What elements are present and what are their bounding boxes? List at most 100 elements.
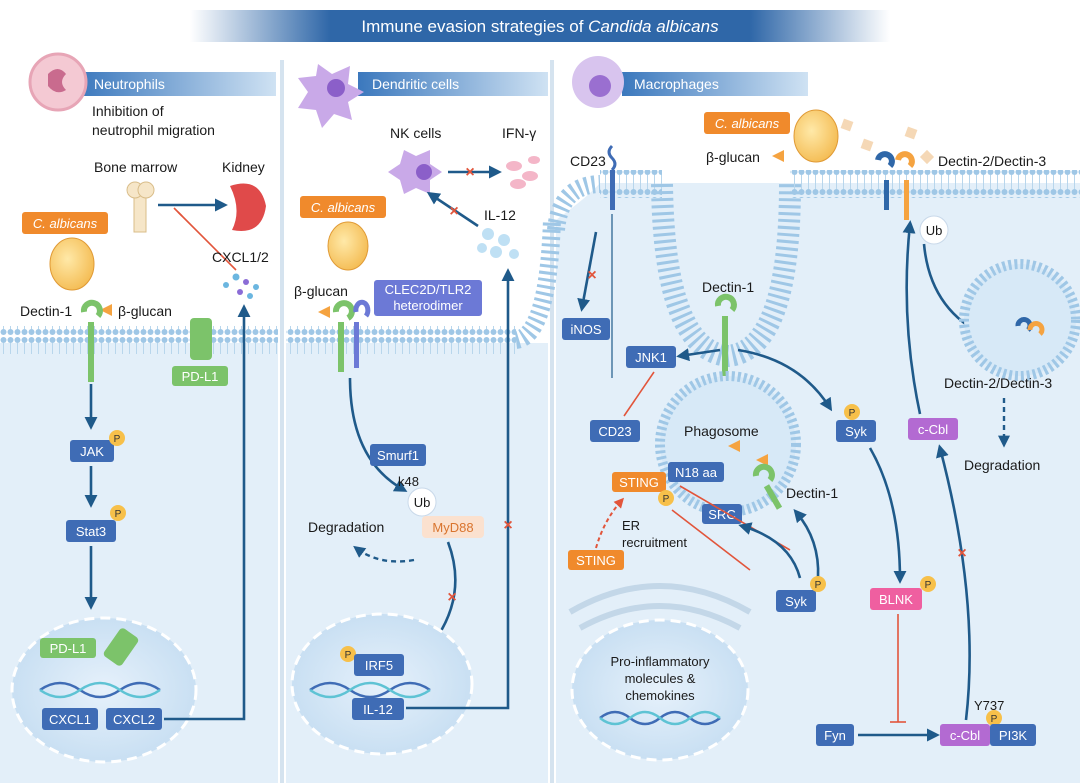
svg-text:P: P — [345, 650, 352, 661]
sting-top-label: STING — [619, 475, 659, 490]
dc-membrane — [286, 326, 516, 354]
syk-top-label: Syk — [845, 424, 867, 439]
block-ccbl-pi3k: × — [957, 545, 966, 562]
c-albicans-label-neutrophil: C. albicans — [33, 216, 98, 231]
pdl1-membrane-protein — [190, 318, 212, 360]
neutrophil-subtitle-2: neutrophil migration — [92, 122, 215, 138]
block-nk-ifn: × — [465, 164, 474, 181]
dna-helix-dc — [309, 681, 431, 699]
neutrophil-nucleus-icon — [48, 69, 66, 93]
ifn-gamma-icon — [506, 156, 540, 189]
fyn-label: Fyn — [824, 728, 846, 743]
phospho-stat3 — [110, 505, 126, 521]
phagosome — [655, 371, 801, 517]
il12-bottom-label: IL-12 — [363, 702, 393, 717]
dectin1-label-neutrophil: Dectin-1 — [20, 303, 72, 319]
syk-bottom-box — [776, 590, 816, 612]
dectin1-top-label: Dectin-1 — [702, 279, 754, 295]
clec2d-tlr2-label-2: heterodimer — [393, 298, 463, 313]
candida-cell-neutrophil — [49, 237, 95, 291]
c-albicans-label-mac: C. albicans — [715, 116, 780, 131]
dectin23-mid-label: Dectin-2/Dectin-3 — [944, 375, 1052, 391]
er-structure — [568, 583, 752, 631]
neutrophil-nucleus — [10, 616, 198, 764]
neutrophil-subtitle-1: Inhibition of — [92, 103, 164, 119]
svg-text:P: P — [925, 580, 932, 591]
irf5-label: IRF5 — [365, 658, 393, 673]
phospho-syk-bottom — [810, 576, 826, 592]
ub-label-mac: Ub — [926, 223, 943, 238]
macrophage-header-bar — [622, 72, 808, 96]
cd23-receptor-stem — [610, 170, 615, 210]
c-albicans-badge-neutrophil — [22, 212, 108, 234]
cxcl1-label: CXCL1 — [49, 712, 91, 727]
cxcl-chemokine-dots — [223, 273, 259, 299]
ccbl-top-label: c-Cbl — [918, 422, 948, 437]
src-label: SRC — [708, 507, 735, 522]
cd23-top-label: CD23 — [570, 153, 606, 169]
er-recruitment-arrow — [595, 497, 625, 549]
er-label-2: recruitment — [622, 535, 687, 550]
il12-top-label: IL-12 — [484, 207, 516, 223]
mac-membrane-right — [790, 170, 1080, 198]
cxcl2-box — [106, 708, 162, 730]
cxcl-inhibition — [177, 211, 237, 271]
cd23-receptor-head — [607, 144, 617, 172]
arrow-syk-to-blnk — [868, 447, 907, 584]
arrow-il12-to-nk — [426, 191, 479, 228]
arrow-syk-to-src — [738, 522, 802, 579]
svg-text:P: P — [991, 714, 998, 725]
clec2d-tlr2-box — [374, 280, 482, 316]
bone-icon — [126, 181, 155, 233]
ccbl-top-box — [908, 418, 958, 440]
il12-bottom-box — [352, 698, 404, 720]
cd23-bottom-label: CD23 — [598, 424, 631, 439]
dectin1-phagosome-receptor — [752, 463, 783, 510]
arrow-il12-secretion — [406, 268, 515, 710]
pro-inflam-label-1: Pro-inflammatory — [611, 654, 710, 669]
arrow-syk-to-dectin1 — [793, 509, 820, 579]
n18-label: N18 aa — [675, 465, 718, 480]
phospho-jak — [109, 430, 125, 446]
phospho-irf5 — [340, 646, 356, 662]
block-cd23-inos: × — [587, 267, 596, 284]
arrow-ccbl-to-ub — [902, 220, 922, 415]
dc-header: Dendritic cells — [372, 76, 459, 92]
title-bar — [190, 10, 890, 42]
nk-cell-icon — [388, 150, 442, 194]
n18-box — [668, 462, 724, 482]
dectin1-receptor-neutrophil — [80, 299, 103, 382]
k48-label: k48 — [398, 474, 419, 489]
smurf1-box — [370, 444, 426, 466]
mannan-squares — [840, 118, 935, 165]
sting-bottom-box — [568, 550, 624, 570]
phospho-syk-top — [844, 404, 860, 420]
beta-glucan-label-neutrophil: β-glucan — [118, 303, 172, 319]
arrow-cd23-to-inos — [577, 231, 598, 312]
pro-inflam-label-3: chemokines — [625, 688, 695, 703]
nk-cells-label: NK cells — [390, 125, 441, 141]
sting-inhibits-syk — [671, 509, 751, 571]
clec2d-tlr2-receptor — [332, 299, 371, 372]
neutrophils-header: Neutrophils — [94, 76, 165, 92]
dectin23-top-label: Dectin-2/Dectin-3 — [938, 153, 1046, 169]
dendritic-cell-icon — [298, 64, 364, 128]
ccbl-bottom-box — [940, 724, 990, 746]
arrow-dectin1-to-jnk1 — [676, 348, 721, 362]
jnk1-inhibits-cd23 — [623, 371, 655, 417]
irf5-box — [354, 654, 404, 676]
syk-bottom-label: Syk — [785, 594, 807, 609]
beta-glucan-label-mac: β-glucan — [706, 149, 760, 165]
clec2d-tlr2-label-1: CLEC2D/TLR2 — [385, 282, 472, 297]
pro-inflam-label-2: molecules & — [625, 671, 696, 686]
syk-top-box — [836, 420, 876, 442]
ub-circle-mac — [919, 215, 949, 245]
c-albicans-badge-dc — [300, 196, 386, 218]
inos-label: iNOS — [570, 322, 601, 337]
dectin23-receptor-endosome — [1015, 317, 1045, 336]
sting-top-box — [612, 472, 666, 492]
src-box — [702, 504, 742, 524]
myd88-box — [422, 516, 484, 538]
arrow-receptor-to-ub — [348, 377, 408, 492]
jnk1-box — [626, 346, 676, 368]
